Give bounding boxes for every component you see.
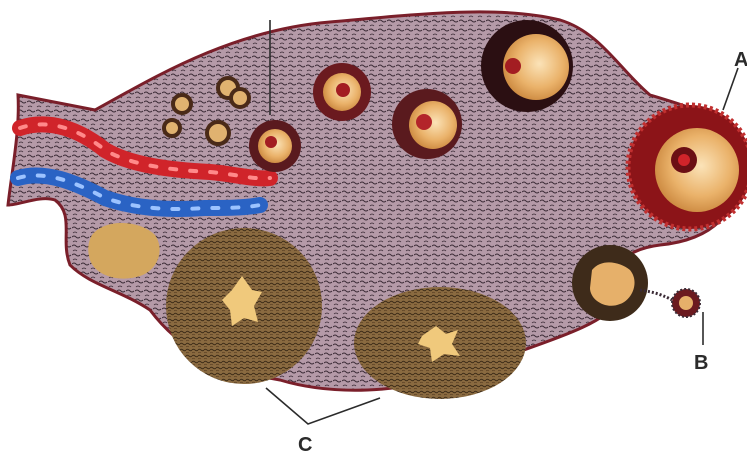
ruptured-follicle	[572, 245, 672, 321]
secondary-follicle	[313, 63, 371, 121]
corpus-albicans	[88, 223, 159, 279]
released-oocyte	[672, 289, 700, 317]
corpus-luteum-left	[166, 228, 322, 384]
label-b: B	[694, 352, 708, 374]
leader-line-a	[723, 68, 738, 110]
antral-follicle	[392, 89, 462, 159]
large-antral-follicle	[481, 20, 573, 112]
label-c: C	[298, 434, 312, 456]
corpus-luteum-right	[354, 287, 526, 399]
mature-follicle	[628, 105, 747, 229]
leader-line-c	[266, 388, 380, 424]
label-a: A	[734, 49, 747, 71]
primary-follicle	[249, 120, 301, 172]
